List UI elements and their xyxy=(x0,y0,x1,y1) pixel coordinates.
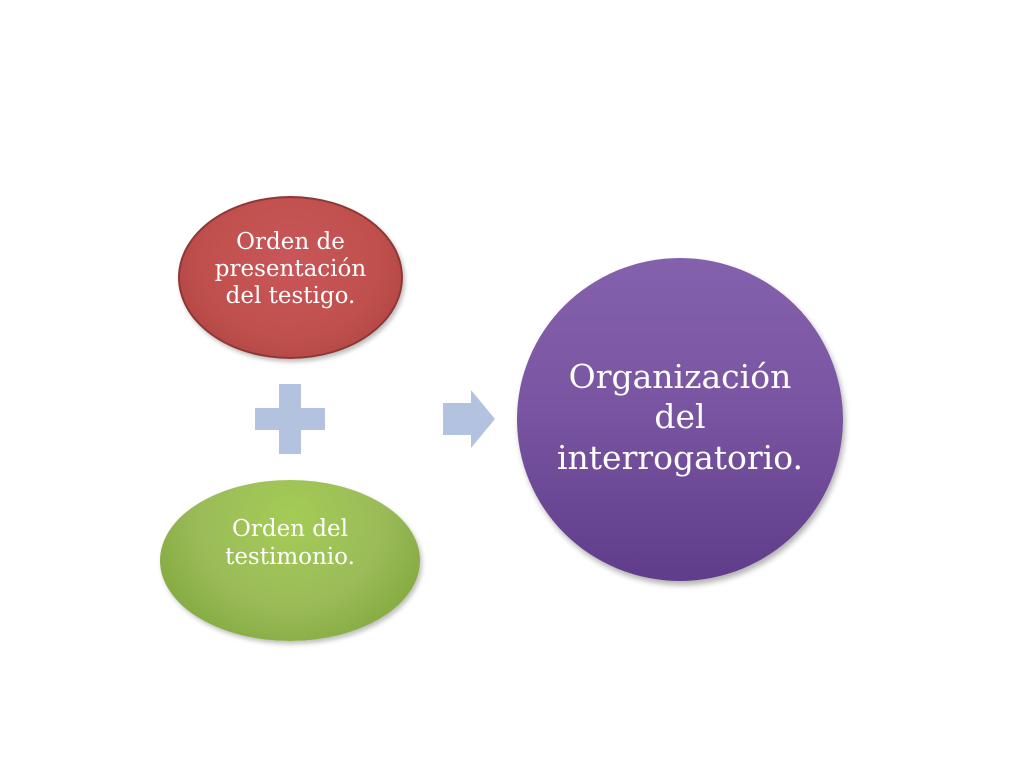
plus-icon xyxy=(255,384,325,454)
testimony-order-label: Orden del testimonio. xyxy=(225,516,355,570)
presentation-order-label: Orden de presentación del testigo. xyxy=(214,228,367,310)
interrogation-organization-node: Organización del interrogatorio. xyxy=(517,258,843,581)
presentation-order-node: Orden de presentación del testigo. xyxy=(178,196,403,359)
right-arrow-icon xyxy=(443,390,495,448)
testimony-order-node: Orden del testimonio. xyxy=(160,480,420,641)
interrogation-organization-label: Organización del interrogatorio. xyxy=(556,357,804,477)
